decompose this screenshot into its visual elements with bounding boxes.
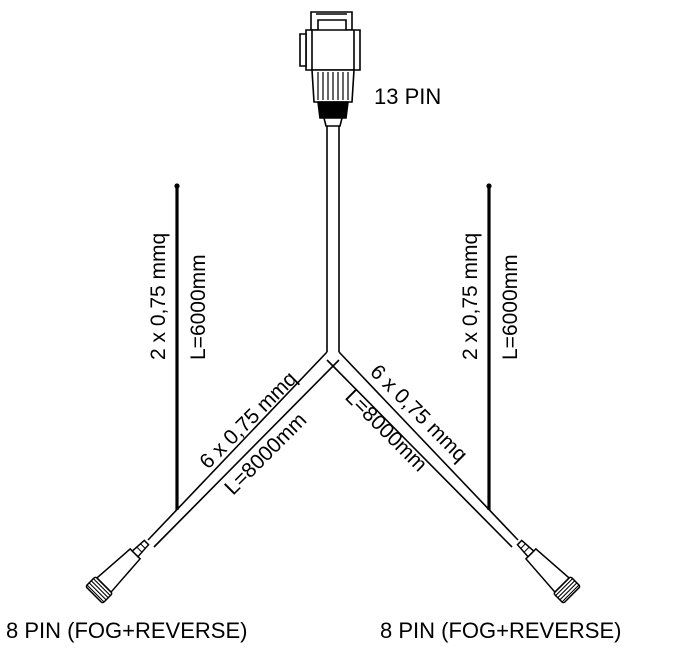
left-aux-spec-label: 2 x 0,75 mmq: [147, 233, 170, 360]
right-aux-wire: [486, 183, 492, 510]
right-connector-label: 8 PIN (FOG+REVERSE): [380, 618, 621, 643]
8-pin-plug-icon: [516, 539, 581, 604]
top-connector-label: 13 PIN: [374, 84, 441, 109]
left-connector-label: 8 PIN (FOG+REVERSE): [6, 618, 247, 643]
right-aux-length-label: L=6000mm: [499, 254, 522, 360]
left-aux-length-label: L=6000mm: [187, 254, 210, 360]
main-cable: [326, 126, 340, 352]
right-aux-spec-label: 2 x 0,75 mmq: [459, 233, 482, 360]
13-pin-plug-icon: [299, 11, 361, 127]
left-aux-wire: [174, 183, 180, 510]
8-pin-plug-icon: [85, 539, 150, 604]
